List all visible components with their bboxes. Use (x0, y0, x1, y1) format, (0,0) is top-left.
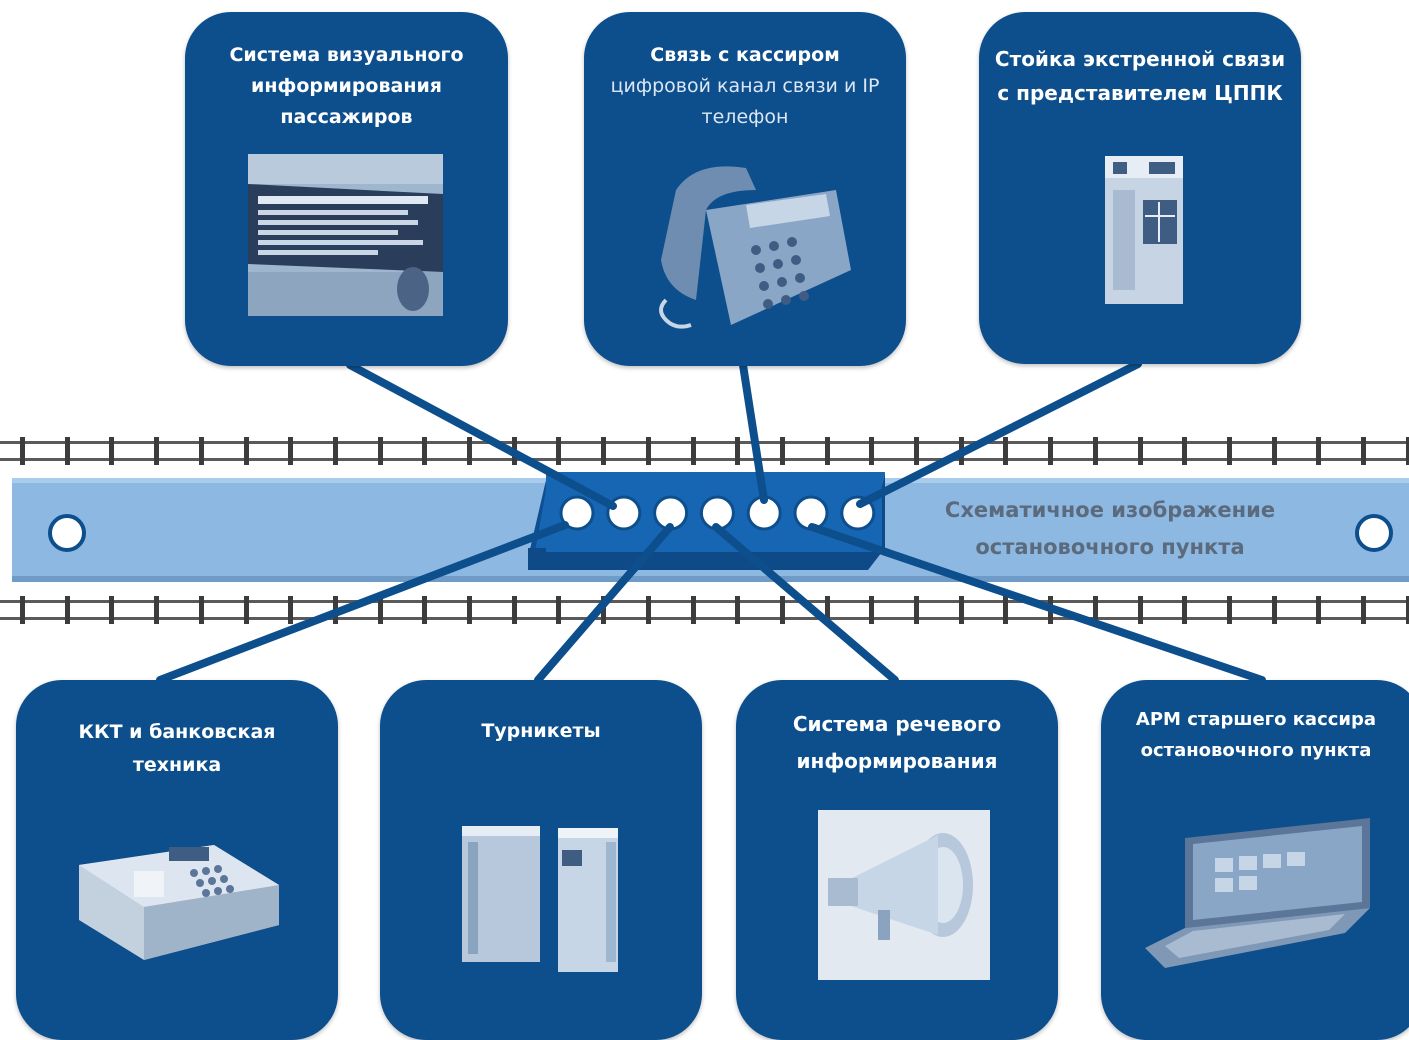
card-cashier-link: Связь с кассиром цифровой канал связи и … (584, 12, 906, 366)
rail-tie (1361, 437, 1366, 465)
cash-register-icon (79, 845, 279, 960)
card-kkt-title: ККТ и банковская техника (78, 721, 276, 776)
rail-tie (869, 437, 874, 465)
loudspeaker-icon (818, 810, 990, 980)
rail-tie (914, 596, 919, 624)
connector-lines (156, 360, 1266, 684)
rail-tie (1316, 437, 1321, 465)
rail-tie (825, 596, 830, 624)
rail-tie (20, 596, 25, 624)
rail-tie (691, 437, 696, 465)
rail-tie (65, 596, 70, 624)
rail-tie (735, 437, 740, 465)
rail-tie (154, 437, 159, 465)
platform-caption: Схематичное изображение остановочного пу… (944, 498, 1276, 559)
lower-rail-track (0, 596, 1409, 624)
rail-tie (1138, 437, 1143, 465)
rail-tie (914, 437, 919, 465)
rail-tie (199, 437, 204, 465)
rail-tie (422, 596, 427, 624)
cashier-link-subtitle: цифровой канал связи и IP телефон (610, 75, 880, 128)
rail-tie (1093, 596, 1098, 624)
card-speech-info-title: Система речевого информирования (792, 712, 1002, 773)
rail-tie (1003, 437, 1008, 465)
connector-visual-info (346, 361, 617, 510)
rail-tie (959, 596, 964, 624)
rail-tie (780, 437, 785, 465)
emergency-column-icon (1105, 156, 1183, 304)
ip-phone-icon (659, 166, 851, 329)
rail-tie (1406, 437, 1409, 465)
connector-kkt (156, 521, 569, 684)
rail-tie (65, 437, 70, 465)
rail-tie (378, 596, 383, 624)
platform-end-marker-right (1355, 514, 1393, 552)
rail-tie (735, 596, 740, 624)
rail-tie (646, 596, 651, 624)
cashier-link-heading: Связь с кассиром (650, 44, 840, 66)
card-arm: АРМ старшего кассира остановочного пункт… (1101, 680, 1409, 1040)
connector-arm (808, 523, 1266, 684)
rail-tie (691, 596, 696, 624)
rail-tie (512, 596, 517, 624)
rail-tie (1182, 437, 1187, 465)
rail-tie (1227, 437, 1232, 465)
rail-tie (288, 437, 293, 465)
tablet-laptop-icon (1145, 818, 1370, 968)
connector-speech-info (712, 523, 899, 684)
rail-tie (109, 437, 114, 465)
rail-tie (109, 596, 114, 624)
rail-tie (1272, 596, 1277, 624)
rail-tie (556, 437, 561, 465)
rail-tie (378, 437, 383, 465)
hub-port (559, 495, 595, 531)
rail-tie (1093, 437, 1098, 465)
rail-tie (1003, 596, 1008, 624)
card-kkt: ККТ и банковская техника (16, 680, 338, 1040)
rail-tie (1048, 437, 1053, 465)
rail-tie (869, 596, 874, 624)
rail-tie (1406, 596, 1409, 624)
rail-tie (1316, 596, 1321, 624)
card-visual-info: Система визуального информирования пасса… (185, 12, 508, 366)
card-speech-info: Система речевого информирования (736, 680, 1058, 1040)
card-emergency: Стойка экстренной связи с представителем… (979, 12, 1301, 364)
card-turnstiles-title: Турникеты (481, 720, 601, 742)
card-visual-info-title: Система визуального информирования пасса… (229, 44, 464, 128)
rail-tie (556, 596, 561, 624)
rail-tie (1272, 437, 1277, 465)
rail-tie (244, 437, 249, 465)
rail-tie (1182, 596, 1187, 624)
rail-tie (825, 437, 830, 465)
rail-tie (333, 437, 338, 465)
rail-tie (199, 596, 204, 624)
rail-tie (601, 437, 606, 465)
rail-tie (288, 596, 293, 624)
rail-tie (154, 596, 159, 624)
rail-tie (467, 437, 472, 465)
turnstile-icon (462, 826, 618, 972)
rail-tie (780, 596, 785, 624)
rail-tie (1227, 596, 1232, 624)
rail-tie (244, 596, 249, 624)
rail-tie (467, 596, 472, 624)
connector-turnstiles (534, 523, 674, 684)
platform-end-marker-left (48, 514, 86, 552)
card-arm-title: АРМ старшего кассира остановочного пункт… (1135, 709, 1377, 761)
card-turnstiles: Турникеты (380, 680, 702, 1040)
rail-tie (422, 437, 427, 465)
upper-rail-track (0, 437, 1409, 465)
rail-tie (1138, 596, 1143, 624)
connector-emergency (856, 360, 1142, 508)
network-hub (528, 472, 885, 570)
departure-board-icon (248, 154, 443, 316)
rail-tie (1361, 596, 1366, 624)
rail-tie (20, 437, 25, 465)
connector-cashier (739, 361, 768, 504)
card-emergency-title: Стойка экстренной связи с представителем… (994, 47, 1286, 105)
rail-tie (646, 437, 651, 465)
card-cashier-link-title: Связь с кассиром цифровой канал связи и … (594, 40, 896, 133)
